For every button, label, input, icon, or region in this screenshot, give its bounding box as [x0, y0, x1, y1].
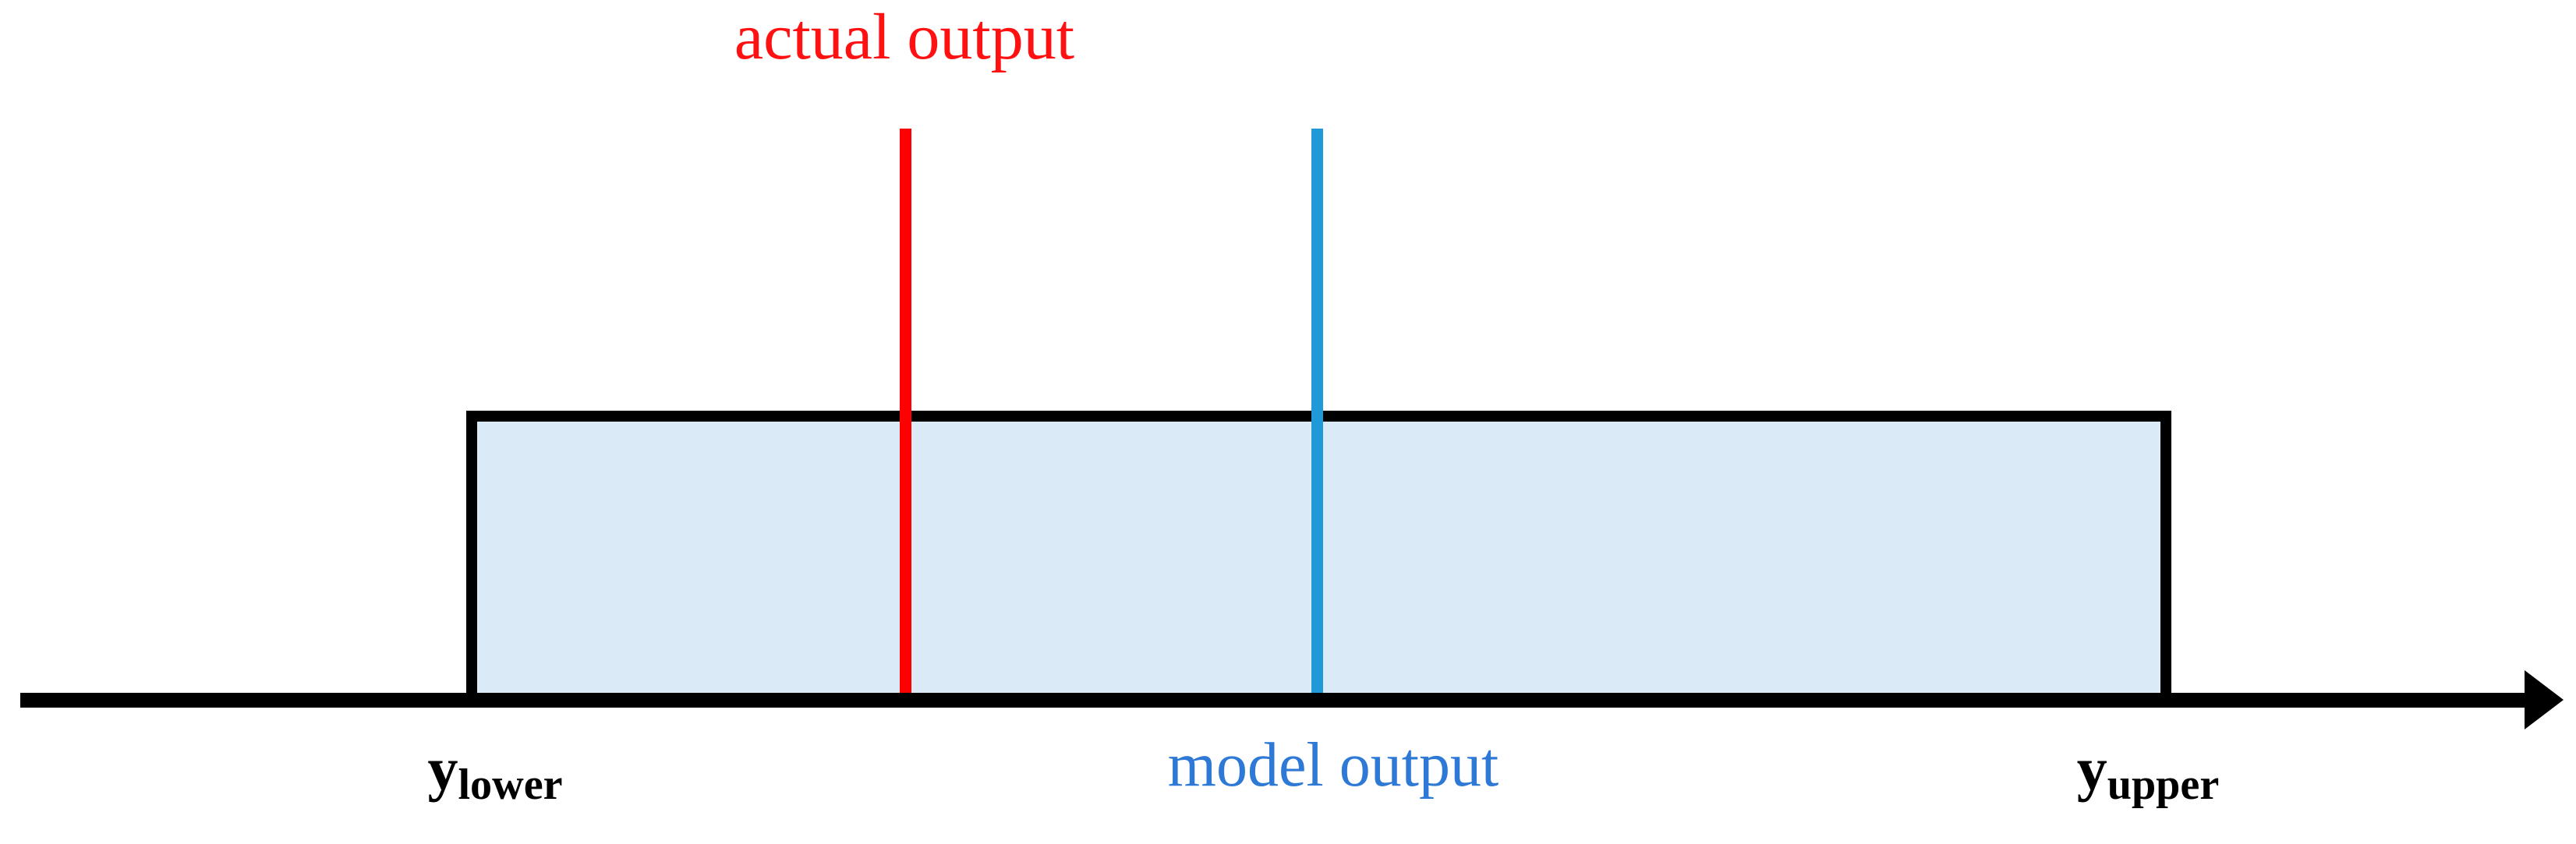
- horizontal-axis-line: [20, 693, 2539, 708]
- model-output-label: model output: [1167, 731, 1499, 800]
- y-lower-subscript: lower: [458, 761, 563, 810]
- axis-arrowhead-icon: [2525, 670, 2564, 729]
- y-upper-label: yupper: [1910, 739, 2386, 807]
- actual-output-marker-line: [900, 129, 911, 701]
- y-upper-base: y: [2076, 735, 2107, 803]
- y-lower-base: y: [427, 735, 458, 803]
- y-upper-subscript: upper: [2107, 761, 2220, 810]
- y-lower-label: ylower: [257, 739, 733, 807]
- model-output-marker-line: [1311, 129, 1323, 701]
- actual-output-label: actual output: [734, 1, 1075, 73]
